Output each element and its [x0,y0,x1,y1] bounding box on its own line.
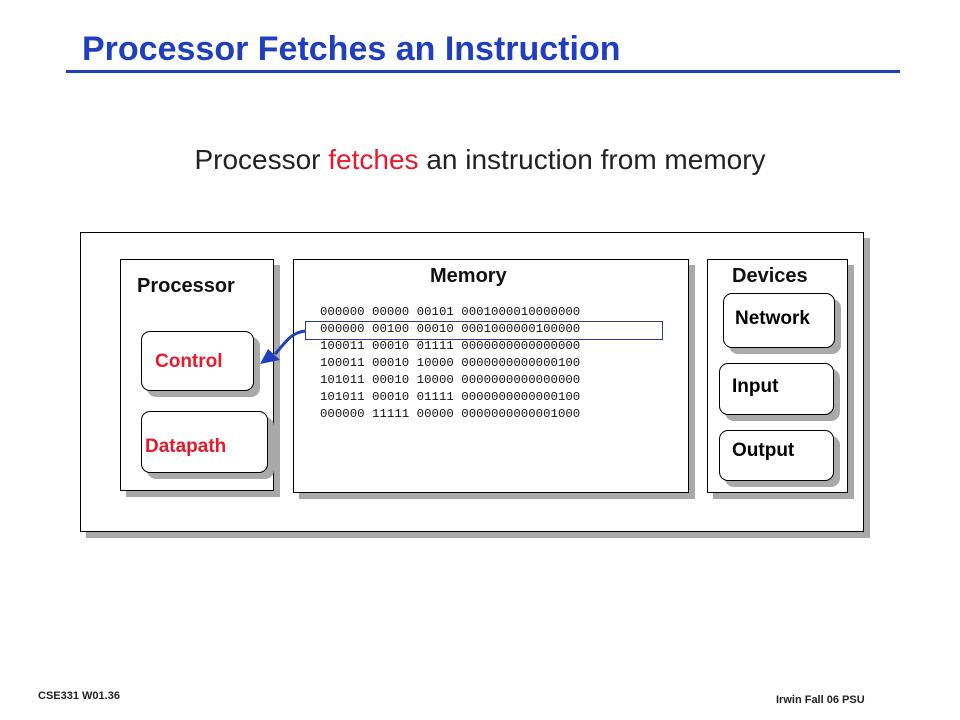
memory-line: 100011 00010 01111 0000000000000000 [320,339,581,353]
network-box: Network [723,293,835,348]
control-label: Control [155,351,223,372]
input-label: Input [732,376,779,397]
slide-title: Processor Fetches an Instruction [82,30,621,68]
output-label: Output [732,440,795,461]
subtitle-after: an instruction from memory [418,144,766,175]
processor-label: Processor [137,275,235,297]
memory-line: 101011 00010 01111 0000000000000100 [320,390,581,404]
footer-author: Irwin Fall 06 PSU [776,694,865,706]
control-box: Control [141,331,254,391]
input-box: Input [719,363,834,415]
subtitle-before: Processor [194,144,329,175]
slide-subtitle: Processor fetches an instruction from me… [0,144,960,176]
footer-course-code: CSE331 W01.36 [38,690,120,702]
fetched-instruction-highlight [305,321,663,340]
memory-line: 100011 00010 10000 0000000000000100 [320,356,581,370]
memory-line-fetched: 000000 00100 00010 0001000000100000 [320,322,581,336]
memory-contents: 000000 00000 00101 0001000010000000 0000… [320,304,580,423]
memory-box [293,259,689,493]
datapath-label: Datapath [145,436,227,457]
devices-label: Devices [732,265,808,287]
datapath-box: Datapath [141,411,268,473]
memory-line: 000000 00000 00101 0001000010000000 [320,305,581,319]
network-label: Network [735,308,810,329]
subtitle-highlight: fetches [328,144,419,175]
title-underline [66,70,900,73]
memory-line: 101011 00010 10000 0000000000000000 [320,373,581,387]
output-box: Output [719,430,834,481]
memory-line: 000000 11111 00000 0000000000001000 [320,407,581,421]
memory-label: Memory [430,265,507,287]
